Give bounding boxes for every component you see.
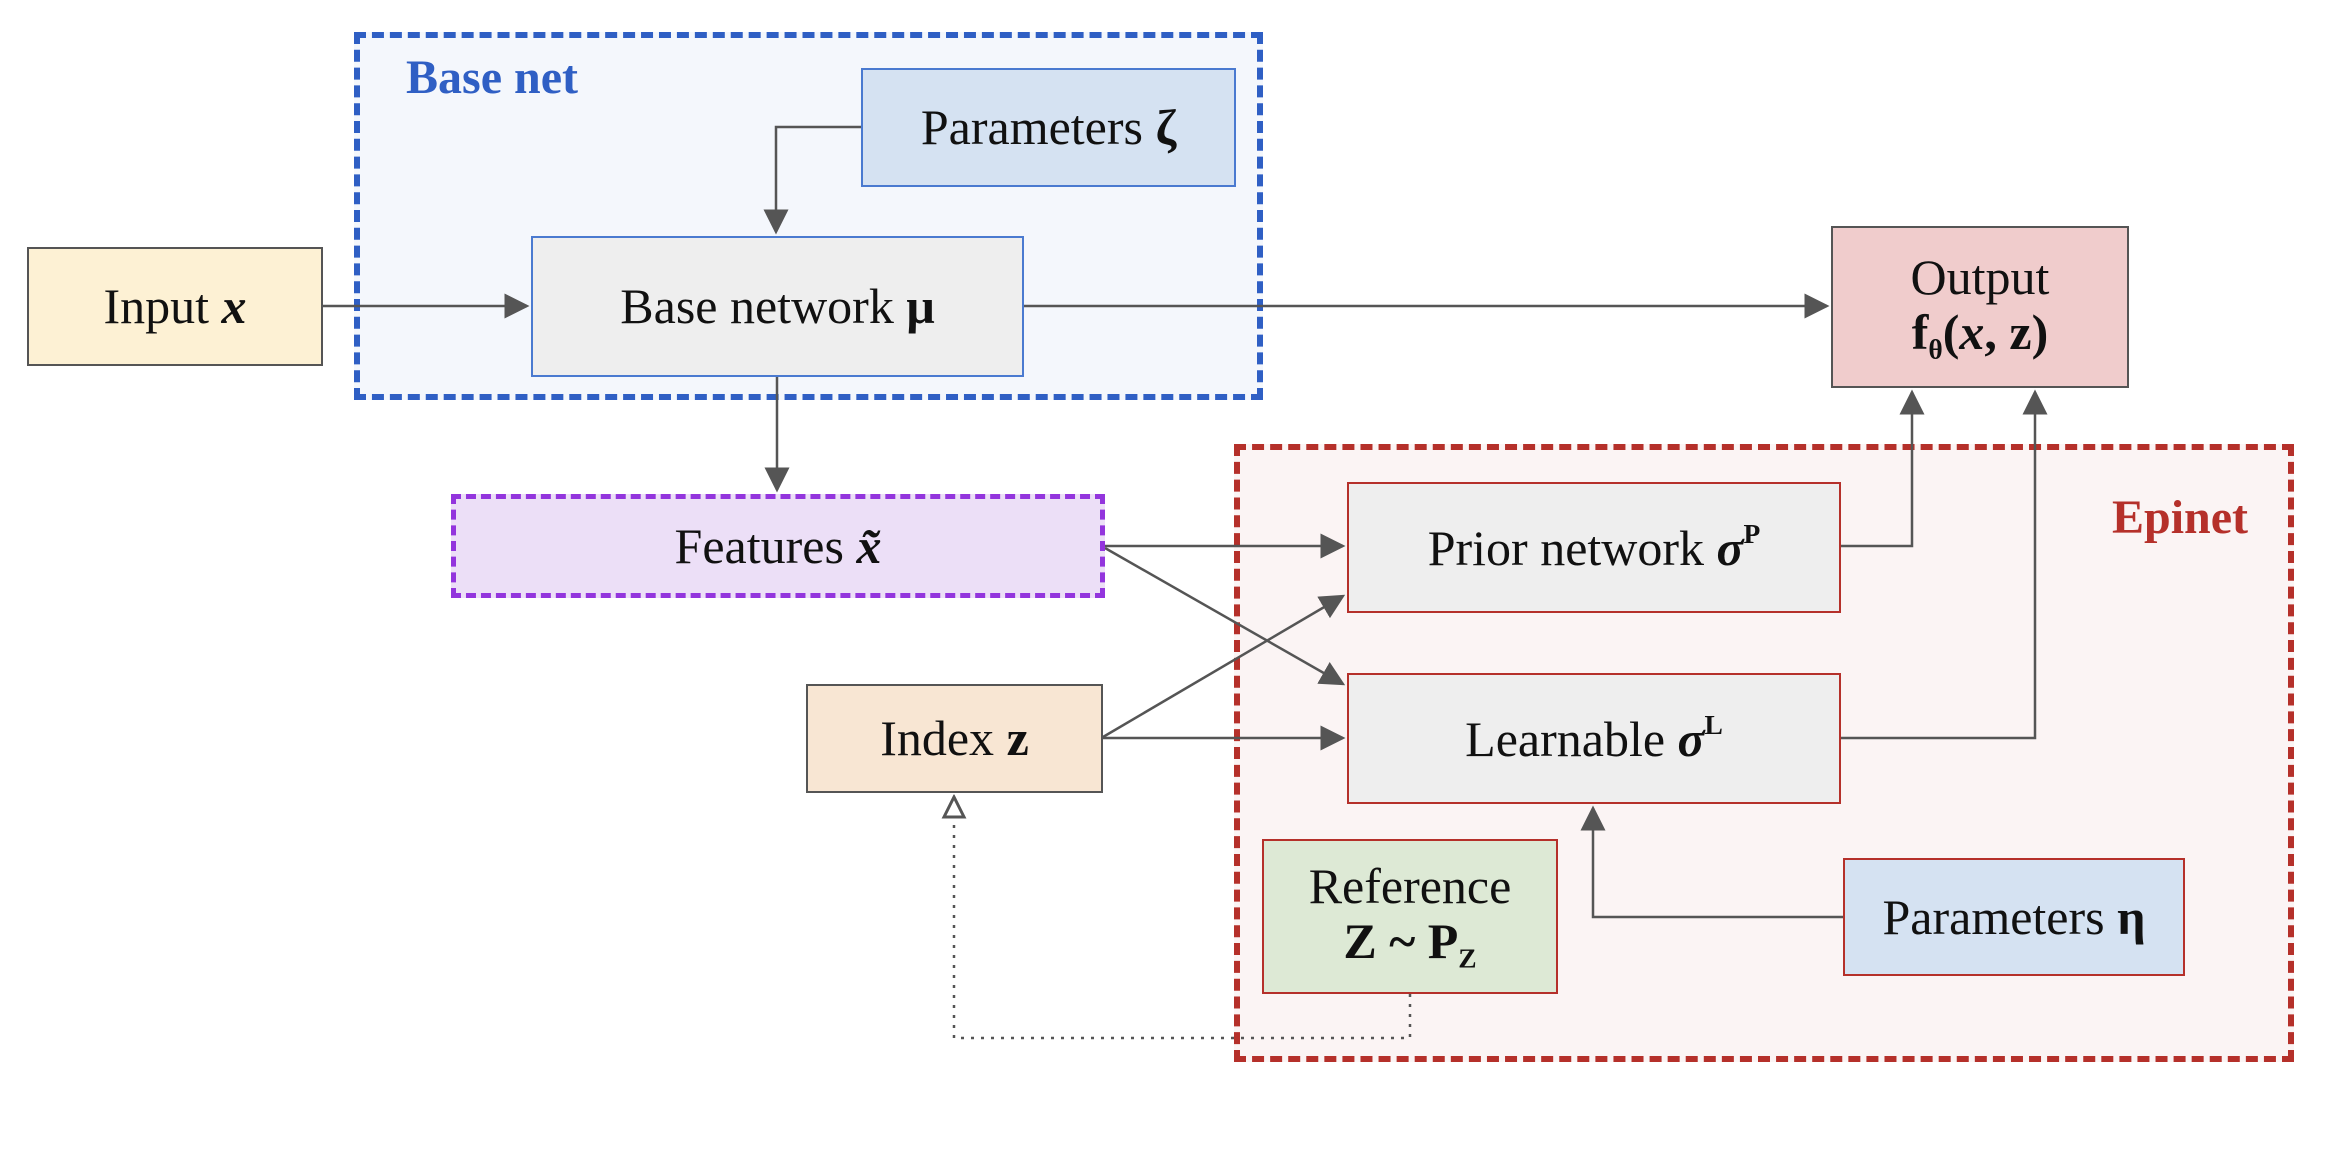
- parameters-eta-node: Parameters η: [1843, 858, 2185, 976]
- index-node: Index z: [806, 684, 1103, 793]
- reference-distribution: Z ~ P: [1343, 913, 1459, 970]
- reference-subscript: Z: [1458, 942, 1477, 974]
- output-label: Output: [1910, 248, 2050, 305]
- sigma-l-symbol: σ: [1677, 711, 1705, 767]
- features-label: Features: [674, 517, 844, 574]
- input-symbol: x: [221, 278, 247, 334]
- base-network-node: Base network μ: [531, 236, 1024, 377]
- output-open-paren: (: [1942, 303, 1960, 360]
- features-node: Features x̃: [451, 494, 1105, 598]
- parameters-zeta-label: Parameters: [920, 99, 1143, 155]
- output-formula: fθ(x, z): [1911, 303, 2049, 365]
- x-tilde-symbol: x̃: [856, 517, 882, 574]
- output-f: f: [1911, 303, 1929, 360]
- reference-label: Reference: [1308, 858, 1512, 915]
- parameters-zeta-node: Parameters ζ: [861, 68, 1236, 187]
- reference-node: Reference Z ~ PZ: [1262, 839, 1558, 994]
- output-node: Output fθ(x, z): [1831, 226, 2129, 388]
- learnable-label: Learnable: [1465, 711, 1666, 767]
- base-net-title: Base net: [406, 51, 578, 104]
- parameters-eta-label: Parameters: [1882, 888, 2105, 945]
- input-label: Input: [103, 278, 210, 334]
- learnable-node: Learnable σL: [1347, 673, 1841, 804]
- sigma-l-superscript: L: [1704, 709, 1723, 740]
- prior-network-label: Prior network: [1427, 520, 1705, 576]
- output-theta: θ: [1928, 333, 1943, 365]
- zeta-symbol: ζ: [1155, 99, 1177, 155]
- input-node: Input x: [27, 247, 323, 366]
- z-symbol: z: [1006, 710, 1029, 766]
- output-x: x: [1959, 303, 1985, 360]
- mu-symbol: μ: [906, 278, 935, 334]
- eta-symbol: η: [2117, 888, 2146, 945]
- output-rest: , z): [1984, 303, 2049, 360]
- sigma-p-symbol: σ: [1716, 520, 1744, 576]
- base-network-label: Base network: [620, 278, 894, 334]
- reference-formula: Z ~ PZ: [1343, 914, 1476, 974]
- prior-network-node: Prior network σP: [1347, 482, 1841, 613]
- index-label: Index: [880, 710, 995, 766]
- epinet-title: Epinet: [2112, 491, 2249, 544]
- sigma-p-superscript: P: [1743, 518, 1761, 549]
